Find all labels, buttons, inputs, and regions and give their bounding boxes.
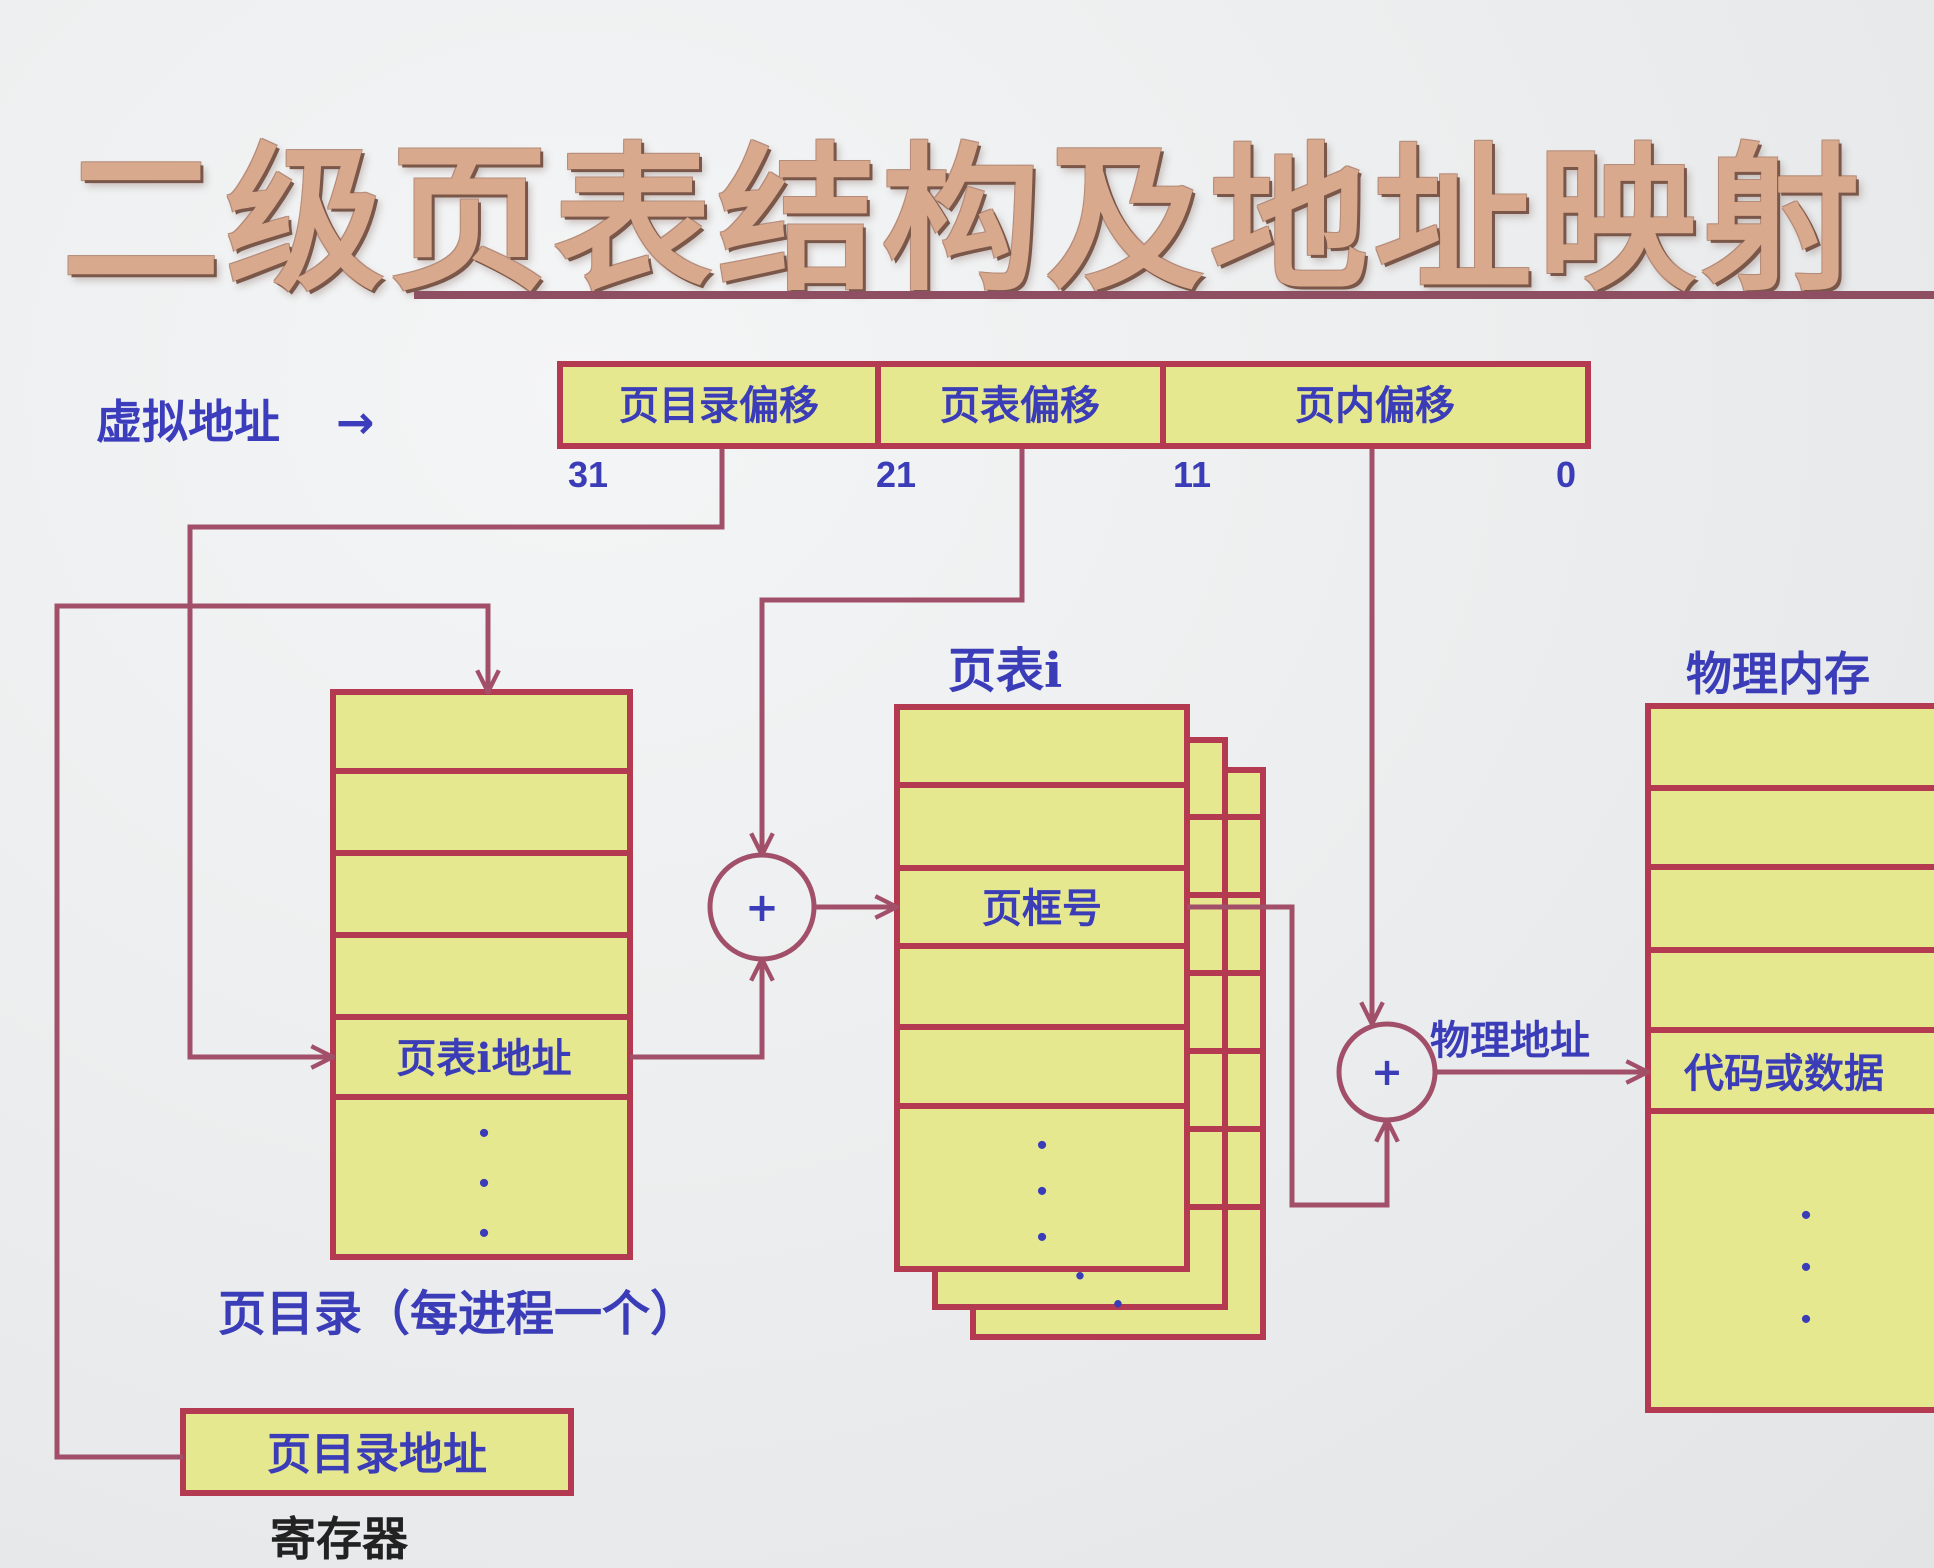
adder-2: + [1336,1021,1438,1123]
directory-dot-1: · [476,1108,491,1159]
arrow-register-to-directory [54,603,488,1460]
directory-dot-2: · [476,1158,491,1209]
plus-icon: + [1371,1050,1403,1094]
virtual-address-bar: 页目录偏移 页表偏移 页内偏移 [557,361,1591,449]
diagram-title: 二级页表结构及地址映射 [62,129,1866,313]
bit-numbers: 31 21 11 0 [568,454,1576,495]
arrow-directory-offset [187,449,725,1057]
field-table-offset: 页表偏移 [940,382,1100,429]
connector-lines [54,449,1648,1460]
register-value: 页目录地址 [267,1429,487,1480]
page-table-dot-1: · [1034,1120,1049,1171]
plus-icon: + [745,885,779,931]
arrow-entry-to-adder [630,959,762,1060]
page-frame-number-label: 页框号 [982,885,1102,932]
arrow-table-offset [762,449,1025,855]
page-directory-caption: 页目录（每进程一个） [218,1286,698,1342]
page-table-title: 页表i [948,643,1062,699]
right-arrow-icon: → [336,395,375,449]
virtual-address-label: 虚拟地址 → [96,386,375,452]
page-table-front: 页框号 · · · [894,704,1190,1272]
memory-dot-2: · [1798,1242,1813,1293]
register-caption: 寄存器 [270,1512,409,1566]
physical-address-label: 物理地址 [1430,1017,1590,1064]
page-table-stack: · · 页框号 · · · [894,704,1266,1340]
page-directory: 页表i地址 · · · [330,689,633,1260]
adder-1: + [707,852,817,962]
title-underline [414,291,1934,299]
code-or-data-label: 代码或数据 [1683,1050,1884,1097]
bit-11: 11 [1173,454,1211,495]
page-table-back-dot: · [1111,1281,1125,1328]
bit-21: 21 [876,454,916,495]
directory-dot-3: · [476,1208,491,1259]
bit-31: 31 [568,454,608,495]
field-directory-offset: 页目录偏移 [619,382,819,429]
directory-entry-label: 页表i地址 [396,1035,571,1082]
memory-dot-1: · [1798,1190,1813,1241]
memory-dot-3: · [1798,1294,1813,1345]
page-table-dot-3: · [1034,1212,1049,1263]
page-table-dot-2: · [1034,1166,1049,1217]
register: 页目录地址 [180,1408,574,1496]
field-page-offset: 页内偏移 [1295,382,1455,429]
physical-memory-title: 物理内存 [1686,647,1870,701]
bit-0: 0 [1556,454,1576,495]
physical-memory: 代码或数据 · · · [1645,703,1934,1413]
arrow-frame-to-adder [1187,904,1387,1208]
virtual-address-text: 虚拟地址 [96,395,280,449]
